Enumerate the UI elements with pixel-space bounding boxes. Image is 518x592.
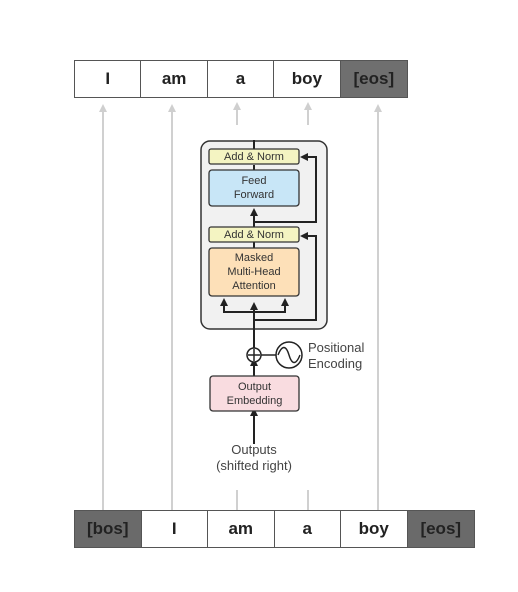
input-token-row: [bos] I am a boy [eos] [74, 510, 475, 548]
feed-forward-label: Feed Forward [233, 175, 275, 201]
add-positional-icon [246, 347, 262, 363]
output-token-row: I am a boy [eos] [74, 60, 408, 98]
output-token-cell: boy [274, 61, 341, 97]
input-token-cell: I [141, 511, 208, 547]
input-token-cell: am [208, 511, 275, 547]
masked-attention-box [208, 247, 300, 297]
positional-encoding-label: Positional Encoding [308, 340, 365, 371]
add-norm-bottom-label: Add & Norm [224, 228, 284, 241]
output-token-cell: a [207, 61, 275, 97]
output-embedding-label: Output Embedding [226, 380, 283, 407]
output-embedding-box [209, 375, 300, 412]
feed-forward-box [208, 169, 300, 207]
input-token-cell-bos: [bos] [75, 511, 142, 547]
add-norm-top-label: Add & Norm [224, 150, 284, 163]
masked-attention-label: Masked Multi-Head Attention [227, 252, 281, 292]
sine-wave-icon [275, 341, 303, 369]
input-token-cell: a [274, 511, 341, 547]
decoder-flow-lines [220, 140, 317, 444]
add-norm-top-box [208, 148, 300, 165]
add-norm-bottom-box [208, 226, 300, 243]
output-token-cell: I [75, 61, 142, 97]
output-token-cell: am [141, 61, 208, 97]
input-token-cell: boy [341, 511, 408, 547]
input-token-cell-eos: [eos] [407, 511, 474, 547]
gray-connector-arrows [99, 102, 382, 510]
outputs-shifted-label: Outputs (shifted right) [216, 442, 292, 473]
output-token-cell-eos: [eos] [340, 61, 408, 97]
